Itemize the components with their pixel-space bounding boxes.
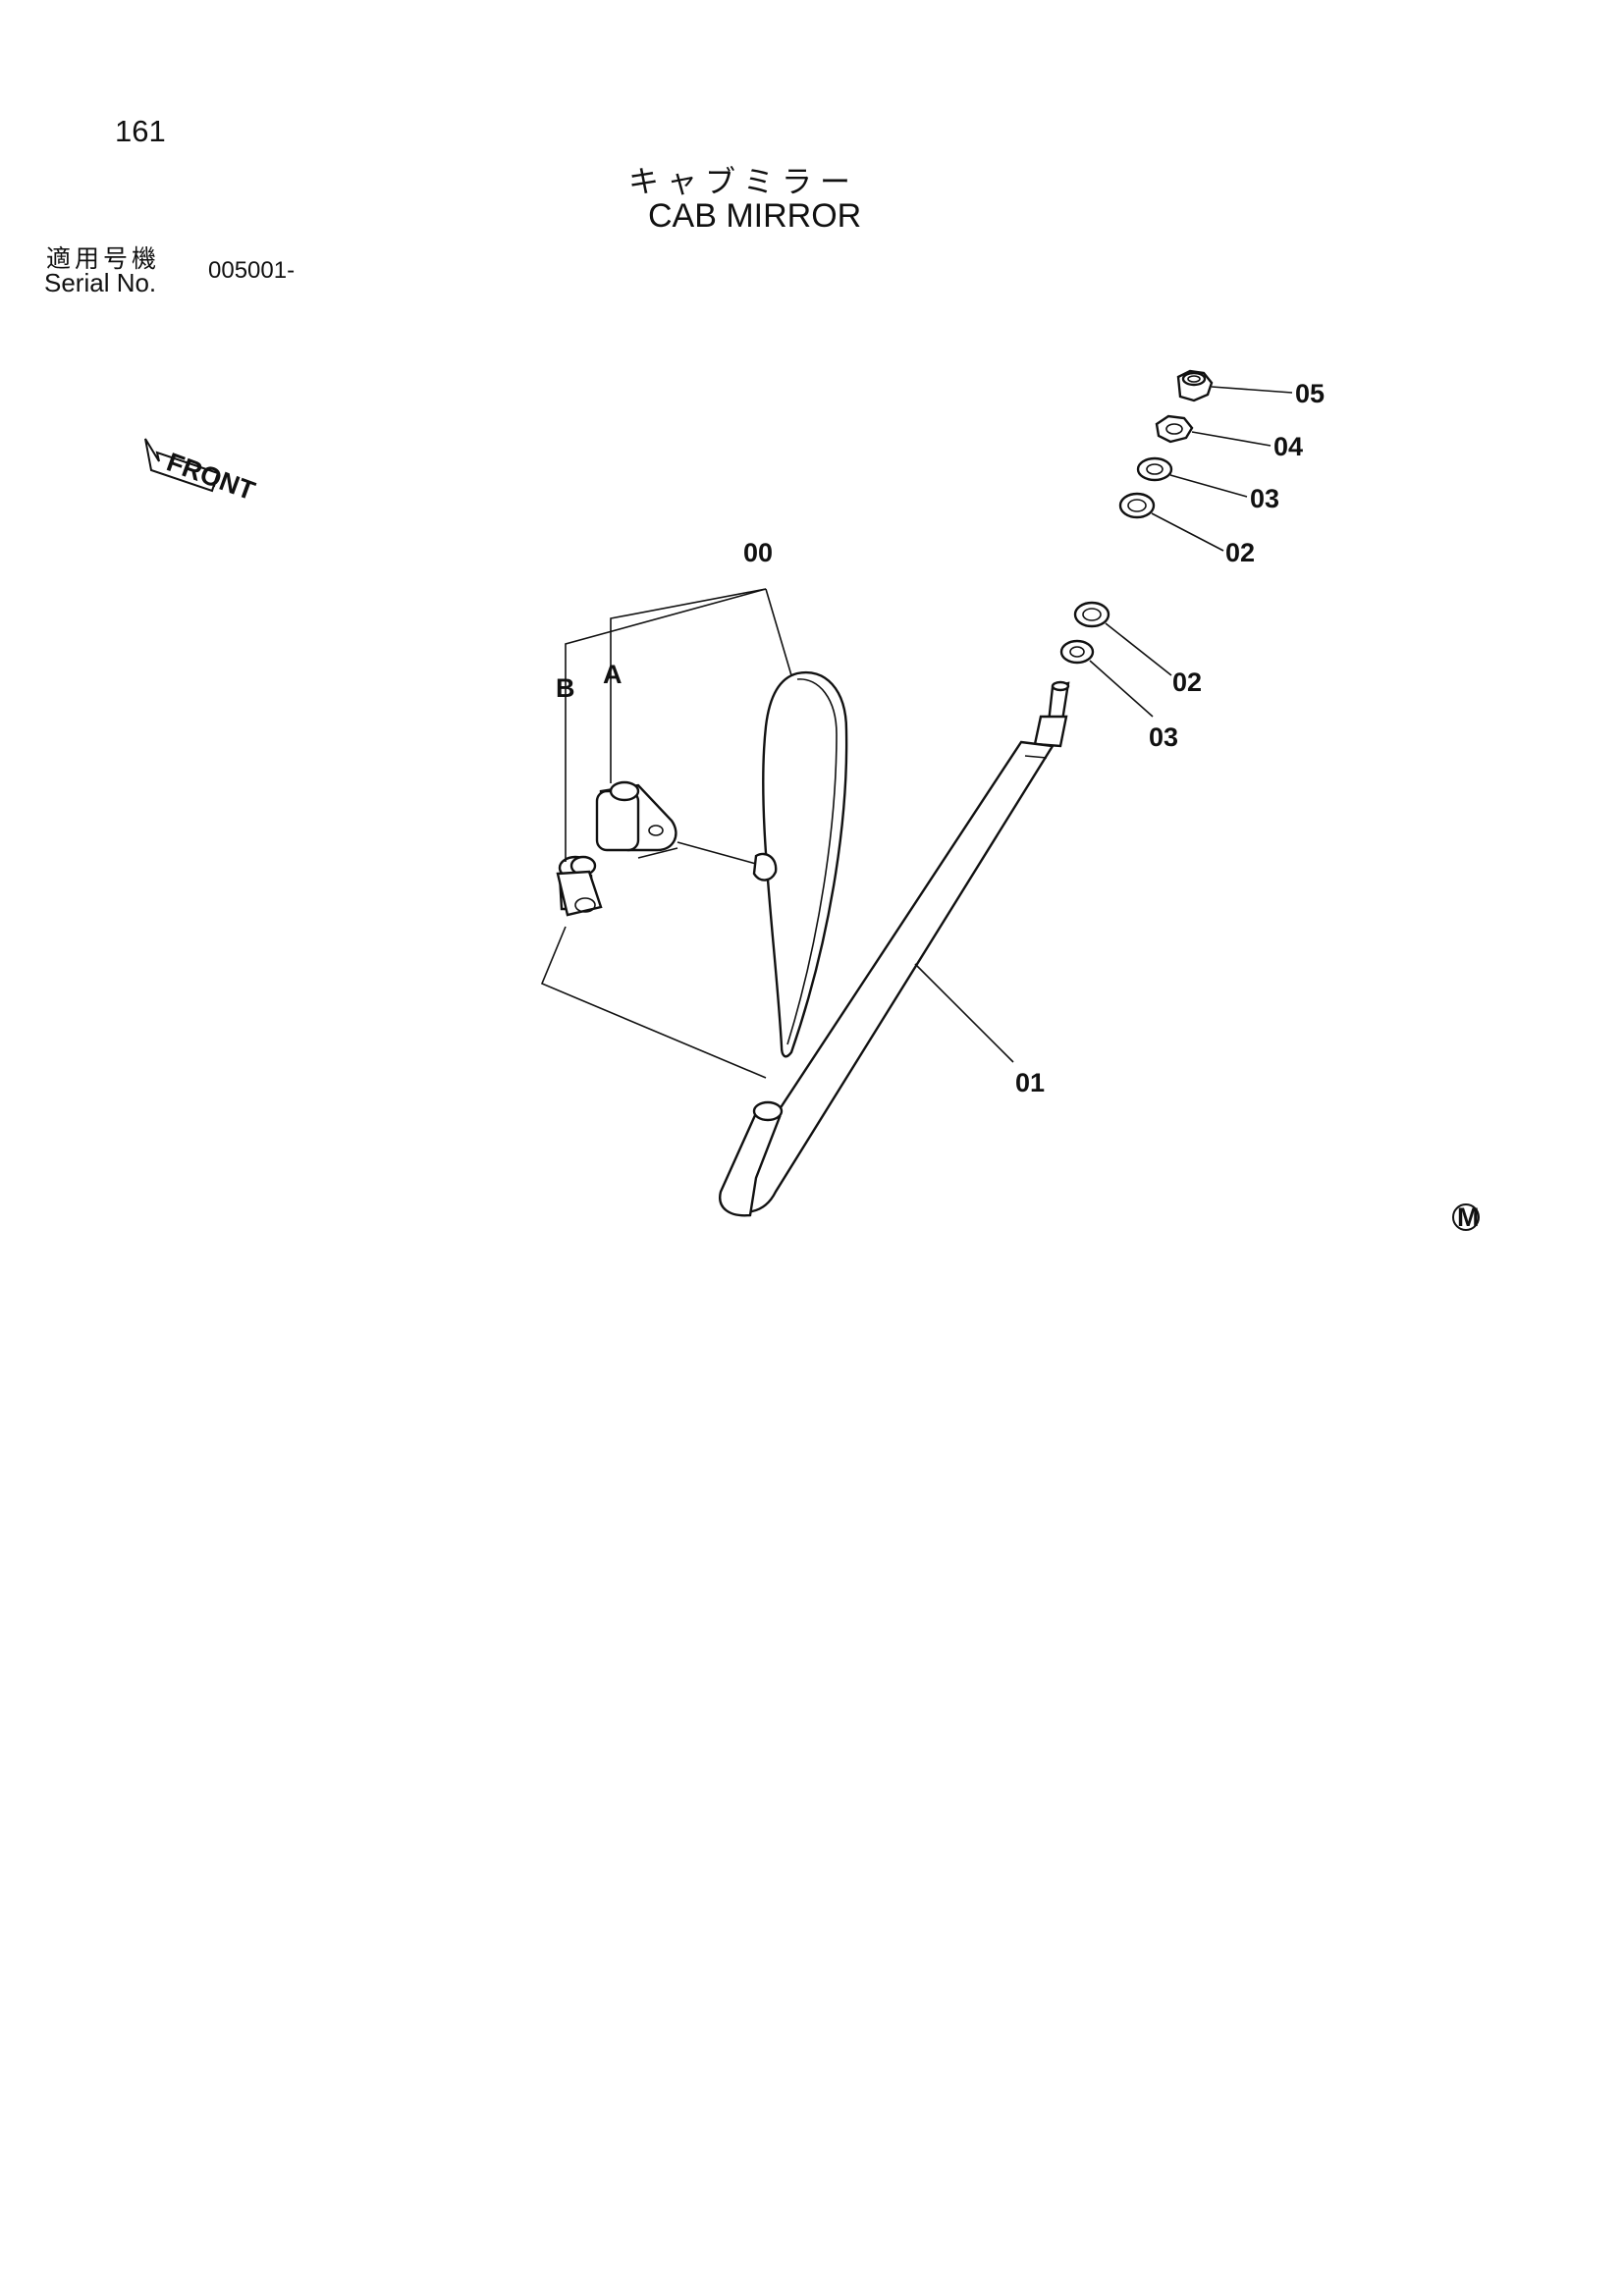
page-title-japanese: キャブミラー (628, 165, 858, 200)
front-arrow-label: FRONT (163, 447, 259, 506)
assembly-leader-lines (540, 588, 792, 1079)
mirror-stay-part (719, 680, 1070, 1217)
callout-a: A (603, 660, 623, 689)
callout-02-mid: 02 (1172, 667, 1202, 697)
callout-03-top: 03 (1250, 484, 1279, 513)
flat-washer-part-mid (1073, 601, 1110, 628)
mirror-bracket-a-part (595, 780, 778, 881)
serial-number-value: 005001- (208, 257, 296, 284)
page-number: 161 (115, 114, 166, 148)
callout-04: 04 (1273, 432, 1303, 461)
circled-m-mark: M (1452, 1202, 1480, 1232)
callout-02-top: 02 (1225, 538, 1255, 567)
serial-label-japanese: 適用号機 (46, 244, 161, 273)
front-arrow-icon: FRONT (144, 438, 259, 507)
callout-01: 01 (1015, 1068, 1045, 1097)
hex-nut-part (1155, 414, 1194, 444)
callout-05: 05 (1295, 379, 1325, 408)
mirror-part (762, 670, 848, 1058)
spring-washer-part-top (1136, 456, 1173, 482)
callout-b: B (556, 673, 575, 703)
flat-washer-part-top (1118, 492, 1156, 519)
callout-03-mid: 03 (1149, 722, 1178, 752)
page-title: CAB MIRROR (648, 197, 862, 235)
bushing-b-part (556, 855, 603, 917)
mark-letter: M (1457, 1202, 1480, 1232)
callout-00: 00 (743, 538, 773, 567)
cap-nut-part (1176, 369, 1214, 402)
serial-label: Serial No. (44, 268, 157, 297)
spring-washer-part-mid (1059, 639, 1095, 665)
